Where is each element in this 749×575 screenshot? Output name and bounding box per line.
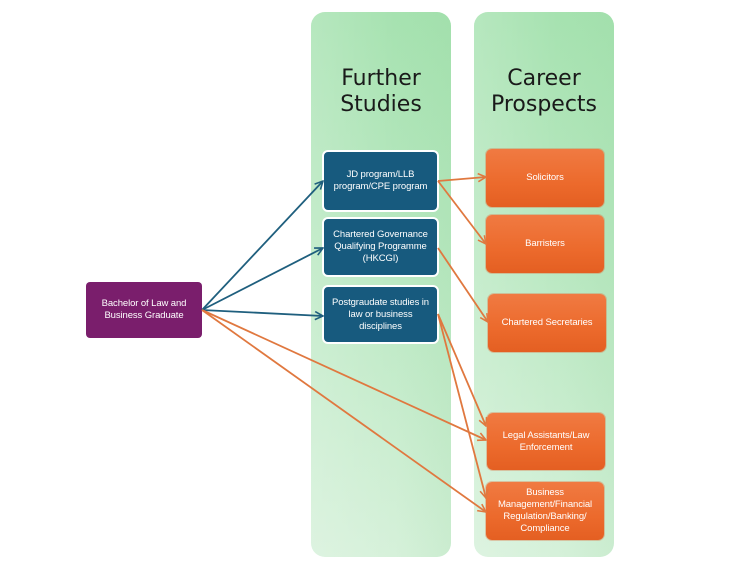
career-node-chartered-secretaries: Chartered Secretaries	[488, 294, 606, 352]
career-node-business-management: Business Management/Financial Regulation…	[486, 482, 604, 540]
study-node-postgraduate: Postgraudate studies in law or business …	[322, 285, 439, 344]
graduate-node: Bachelor of Law and Business Graduate	[86, 282, 202, 338]
career-prospects-title: Career Prospects	[490, 66, 598, 117]
career-node-barristers: Barristers	[486, 215, 604, 273]
further-studies-panel: Further Studies	[311, 12, 451, 557]
career-node-legal-assistants: Legal Assistants/Law Enforcement	[487, 413, 605, 470]
arrow-graduate-to-jd	[201, 181, 323, 311]
further-studies-title: Further Studies	[340, 66, 422, 117]
career-prospects-panel: Career Prospects	[474, 12, 614, 557]
study-node-chartered-governance: Chartered Governance Qualifying Programm…	[322, 217, 439, 277]
arrow-graduate-to-pg	[201, 309, 323, 316]
study-node-jd-program: JD program/LLB program/CPE program	[322, 150, 439, 212]
arrow-graduate-to-cgqp	[201, 248, 323, 311]
career-node-solicitors: Solicitors	[486, 149, 604, 207]
